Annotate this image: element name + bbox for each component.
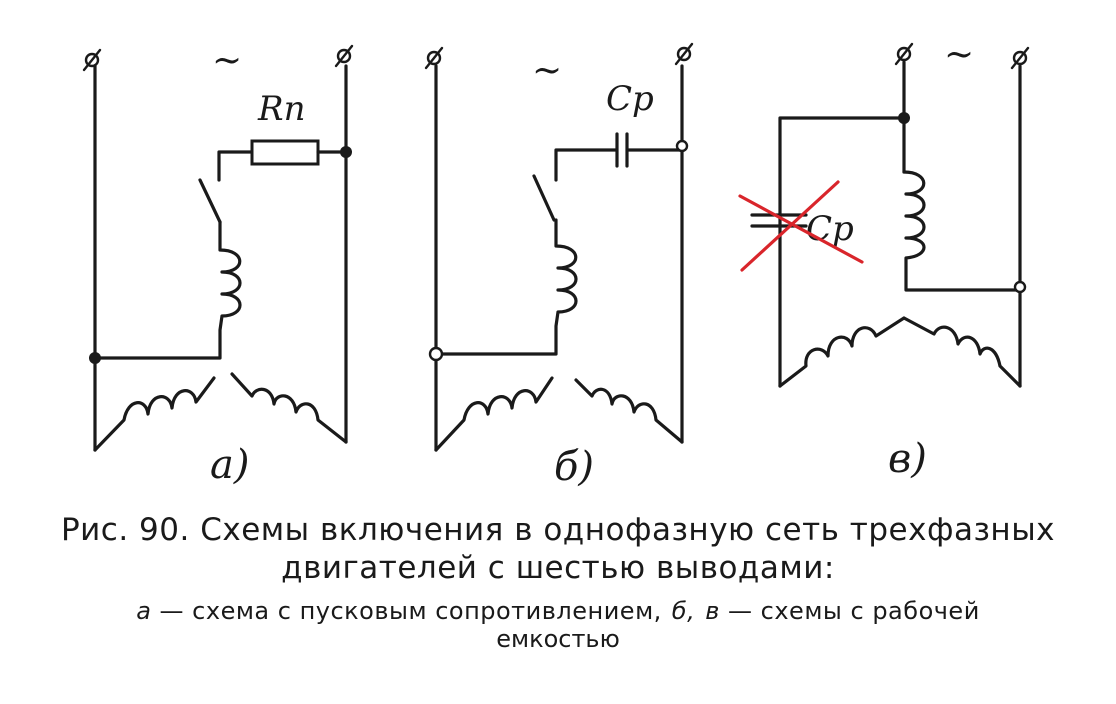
legend-a-key: а (136, 597, 152, 625)
panel-a-diagram: ~ Rп а) (82, 40, 354, 488)
panel-v-capacitor-cross-out (738, 180, 864, 272)
panel-a-left-terminal (82, 48, 102, 72)
panel-b-junction-right (675, 139, 689, 153)
figure-legend-line-1: а — схема с пусковым сопротивлением,б,в … (0, 597, 1116, 625)
panel-a-start-winding (93, 220, 242, 360)
panel-a-junction-left (89, 352, 101, 364)
panel-a-junction-right (340, 146, 352, 158)
panel-b-start-winding (434, 218, 578, 356)
panel-a-switch (198, 178, 222, 224)
figure-legend-line-2: емкостью (496, 625, 620, 653)
panel-a-ac-symbol: ~ (212, 40, 242, 81)
legend-b-key: б, (671, 597, 696, 625)
panel-a-label: а) (210, 442, 249, 488)
panel-b-diagram: ~ Cр б) (424, 42, 694, 490)
panel-a-resistor (250, 139, 320, 166)
legend-a-text: — схема с пусковым сопротивлением, (151, 597, 662, 625)
panel-b-right-terminal (674, 42, 694, 66)
panel-v-diagram: ~ Cр в) (738, 34, 1030, 482)
panel-v-junction-right (1013, 280, 1027, 294)
panel-a-winding-right (230, 372, 348, 444)
panel-b-winding-left (434, 376, 554, 452)
legend-bv-text: — схемы с рабочей (719, 597, 980, 625)
panel-b-ac-symbol: ~ (532, 50, 562, 91)
panel-b-junction-left (428, 346, 444, 362)
panel-v-label: в) (888, 436, 927, 482)
panel-v-ac-symbol: ~ (944, 34, 974, 75)
panel-b-label: б) (554, 444, 594, 490)
legend-v-key: в (705, 597, 720, 625)
panel-v-capacitor-branch (778, 116, 906, 388)
panel-a-resistor-lead (217, 150, 254, 182)
panel-b-capacitor-label: Cр (606, 79, 654, 119)
panel-v-capacitor-label: Cр (806, 209, 854, 249)
panel-b-switch (532, 174, 556, 222)
panel-b-capacitor-lead (554, 148, 618, 182)
figure-caption-line-1: Рис. 90. Схемы включения в однофазную се… (60, 512, 1056, 548)
panel-v-junction-top (898, 112, 910, 124)
panel-a-winding-left (93, 376, 216, 452)
wiring-diagrams: ~ Rп а) ~ Cр (82, 34, 1030, 490)
figure-caption-line-2: двигателей с шестью выводами: (281, 550, 835, 586)
panel-a-resistor-label: Rп (257, 89, 306, 129)
panel-b-left-terminal (424, 46, 444, 70)
panel-v-coil (902, 170, 1022, 292)
panel-b-winding-right (574, 378, 684, 444)
panel-v-winding-right (902, 316, 1022, 388)
panel-a-right-terminal (334, 44, 354, 68)
panel-v-right-terminal (1010, 46, 1030, 70)
panel-v-left-terminal (894, 42, 914, 66)
panel-v-winding-left (778, 316, 906, 388)
